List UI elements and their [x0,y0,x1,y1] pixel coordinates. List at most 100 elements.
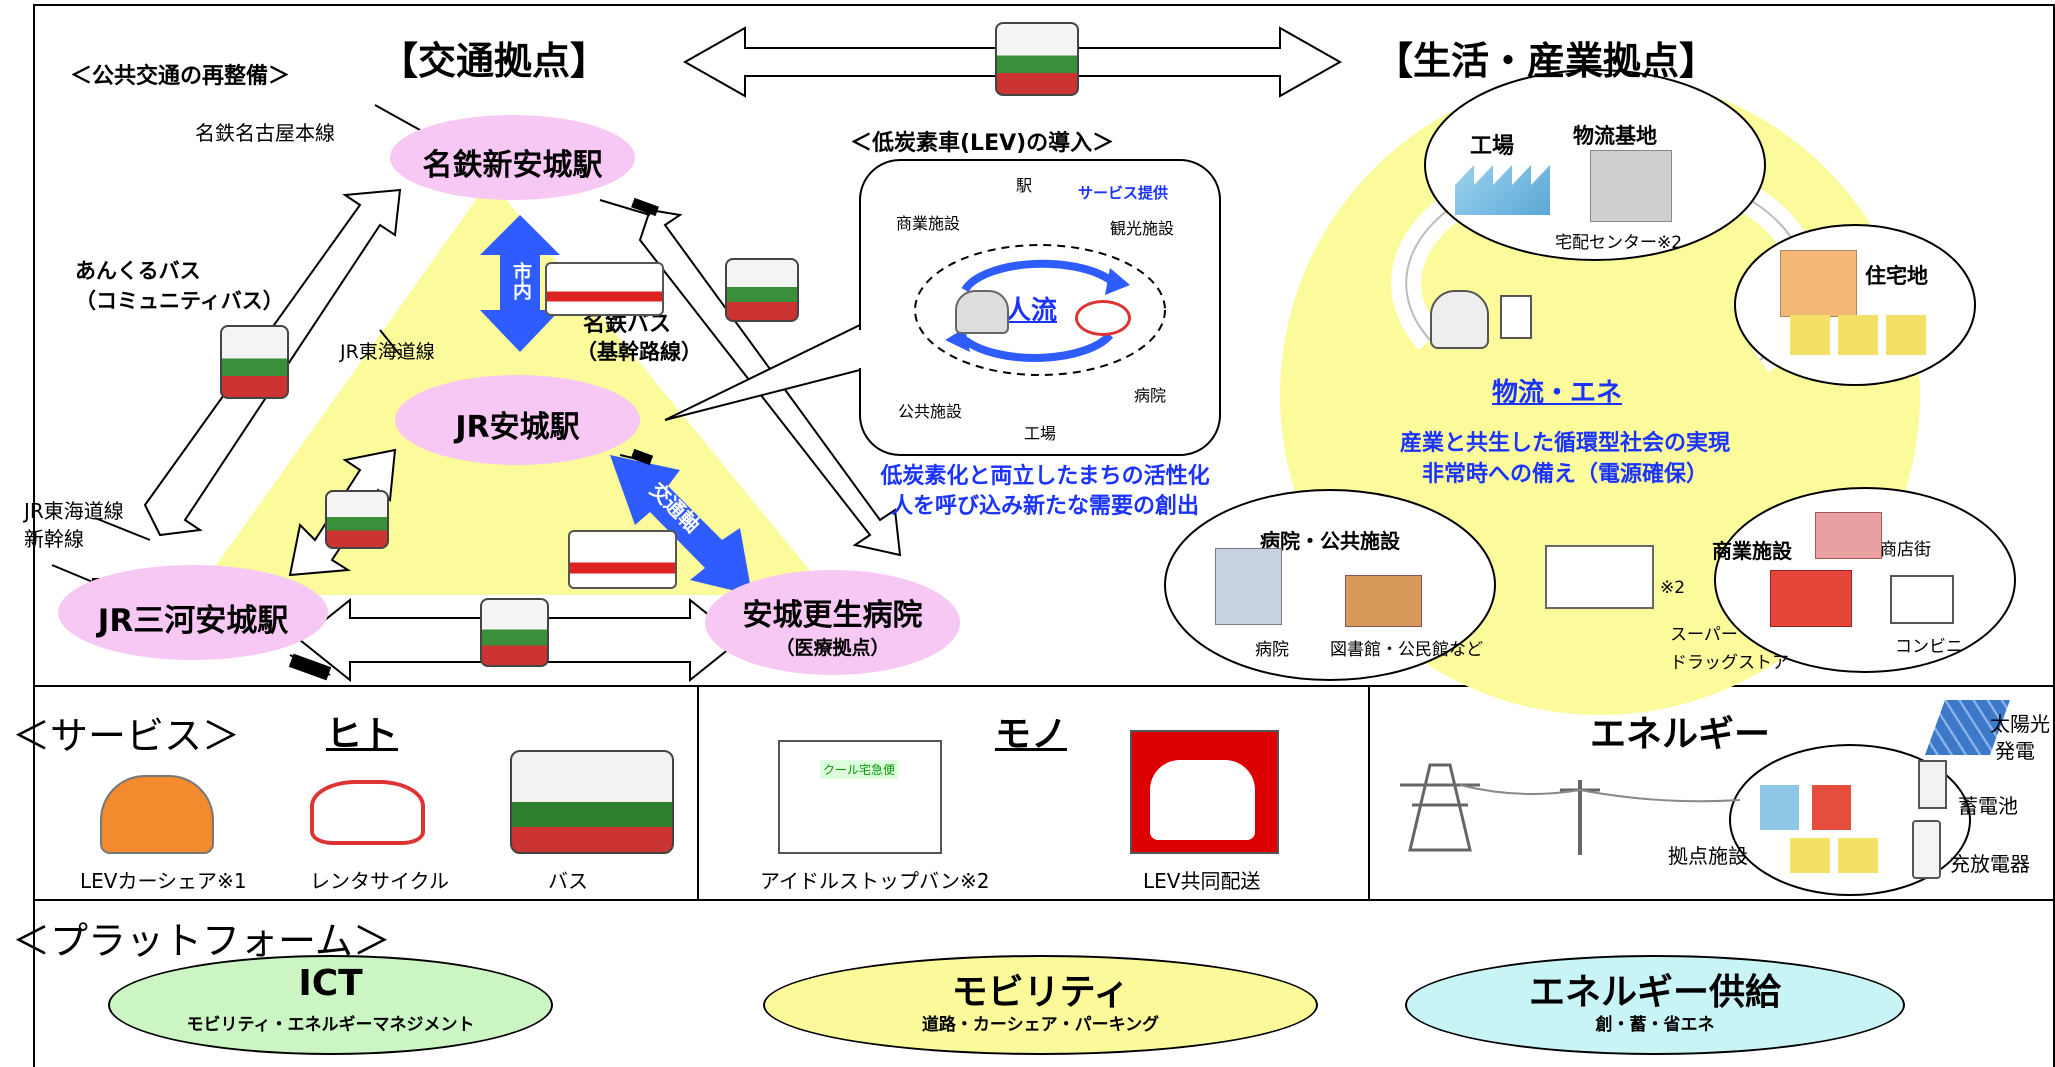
life-supermarket-1: スーパー [1670,625,1738,645]
life-logistics-energy: 物流・エネ [1492,378,1623,408]
lev-hospital: 病院 [1134,386,1167,405]
hito-item-2: レンタサイクル [310,869,449,893]
lev-people-flow: 人流 [1005,296,1058,326]
platform-energy-sub: 創・蓄・省エネ [1595,1015,1715,1035]
platform-mobility-ellipse [763,955,1318,1055]
convenience-icon [1890,575,1954,624]
hito-title: ヒト [326,714,399,755]
lev-bicycle-icon [1075,300,1131,336]
service-divider-2 [1368,686,1370,900]
jr-mikawa-anjo-label: JR三河安城駅 [97,603,289,639]
bus-icon-right [725,258,799,322]
lev-public: 公共施設 [898,402,963,421]
energy-solar-2: 発電 [1995,739,2035,763]
lev-heading: ＜低炭素車(LEV)の導入＞ [850,131,1115,156]
jr-tokaido-line: JR東海道線 [340,341,435,363]
platform-section-frame [33,899,2055,1067]
pylon [1408,763,1472,852]
public-transport-heading: ＜公共交通の再整備＞ [70,64,291,89]
mono-item-1: アイドルストップバン※2 [760,869,990,893]
lev-logistics-car-icon [1430,290,1489,349]
houses-icon [1790,315,1930,355]
life-society-1: 産業と共生した循環型社会の実現 [1399,431,1730,456]
life-note2: ※2 [1660,578,1686,598]
energy-charger: 充放電器 [1950,852,2030,876]
life-commercial: 商業施設 [1712,539,1792,563]
lev-commercial: 商業施設 [896,214,961,233]
energy-battery: 蓄電池 [1958,794,2018,818]
service-divider-1 [697,686,699,900]
lev-carshare-icon [100,775,214,854]
jr-tokaido-shinkansen-2: 新幹線 [24,527,84,551]
mono-title: モノ [995,714,1068,755]
delivery-van-icon [1545,545,1654,609]
life-supermarket-2: ドラッグストア [1670,653,1789,673]
vitalization-1: 低炭素化と両立したまちの活性化 [880,464,1210,489]
base-facility-icon [1760,785,1890,830]
meitetsu-shin-anjo-label: 名鉄新安城駅 [422,148,603,183]
shinai-label: 市内 [510,262,532,300]
energy-title: エネルギー [1590,714,1771,755]
bus-icon-left [220,325,289,399]
platform-energy-ellipse [1405,955,1905,1055]
meitetsu-shin-anjo-ellipse [390,115,635,200]
kotsujiku-arrow [610,455,752,595]
lev-station: 駅 [1016,176,1033,195]
battery-icon-life [1500,295,1532,339]
jr-mikawa-anjo-ellipse [58,565,328,660]
left-title: 【交通拠点】 [380,39,609,83]
residential-icon [1780,250,1857,317]
meitetsu-bus-icon-2 [568,530,677,589]
life-society-2: 非常時への備え（電源確保） [1421,462,1708,487]
platform-energy-title: エネルギー供給 [1528,972,1781,1013]
base-houses-icon [1790,838,1880,873]
lev-loop [914,244,1166,376]
life-hospital-public: 病院・公共施設 [1260,529,1400,553]
logistics-building-icon [1590,150,1672,222]
life-delivery-center: 宅配センター※2 [1555,233,1683,253]
life-residential: 住宅地 [1865,264,1928,288]
bus-icon-bottom [480,598,549,667]
charger-icon [1912,820,1941,879]
right-title: 【生活・産業拠点】 [1375,39,1718,83]
meitetsu-nagoya-line: 名鉄名古屋本線 [195,121,335,145]
lev-factory: 工場 [1024,424,1057,443]
jr-anjo-ellipse [395,375,640,465]
vitalization-2: 人を呼び込み新たな需要の創出 [890,494,1199,519]
platform-ict-sub: モビリティ・エネルギーマネジメント [186,1015,475,1035]
energy-solar-1: 太陽光 [1990,712,2050,736]
life-logistics-base: 物流基地 [1573,124,1657,148]
mono-item-2: LEV共同配送 [1143,869,1261,893]
bus-icon-top [995,22,1079,96]
hito-item-3: バス [548,869,588,893]
hospital-building-icon [1215,548,1282,625]
lev-bubble [859,159,1221,456]
lev-delivery-body [1150,760,1255,840]
life-factory: 工場 [1470,134,1515,159]
library-building-icon [1345,575,1422,627]
hospital-sub-label: （医療拠点） [775,637,890,659]
jr-anjo-label: JR安城駅 [455,410,580,445]
platform-ict-ellipse [108,955,553,1055]
life-hospital: 病院 [1255,640,1289,660]
ankuru-bus-label-1: あんくるバス [75,259,201,283]
platform-mobility-title: モビリティ [951,972,1130,1013]
life-shopping-street: 商店街 [1880,540,1931,560]
life-convenience: コンビニ [1895,637,1963,657]
hospital-public-ellipse [1164,489,1496,681]
rental-cycle-icon [310,780,425,845]
platform-ict-title: ICT [298,963,363,1004]
shopping-street-icon [1815,512,1882,559]
ankuru-bus-label-2: （コミュニティバス） [75,289,284,313]
hospital-ellipse [705,570,960,675]
service-bus-icon [510,750,674,854]
energy-base: 拠点施設 [1668,844,1748,868]
hito-item-1: LEVカーシェア※1 [80,869,247,893]
lev-car-icon [955,290,1009,334]
supermarket-icon [1770,570,1852,627]
services-heading: ＜サービス＞ [12,714,241,758]
meitetsu-bus-label-1: 名鉄バス [583,312,672,337]
shinai-arrow [480,215,560,352]
lev-service: サービス提供 [1078,184,1169,202]
idle-stop-van-icon [778,740,942,854]
